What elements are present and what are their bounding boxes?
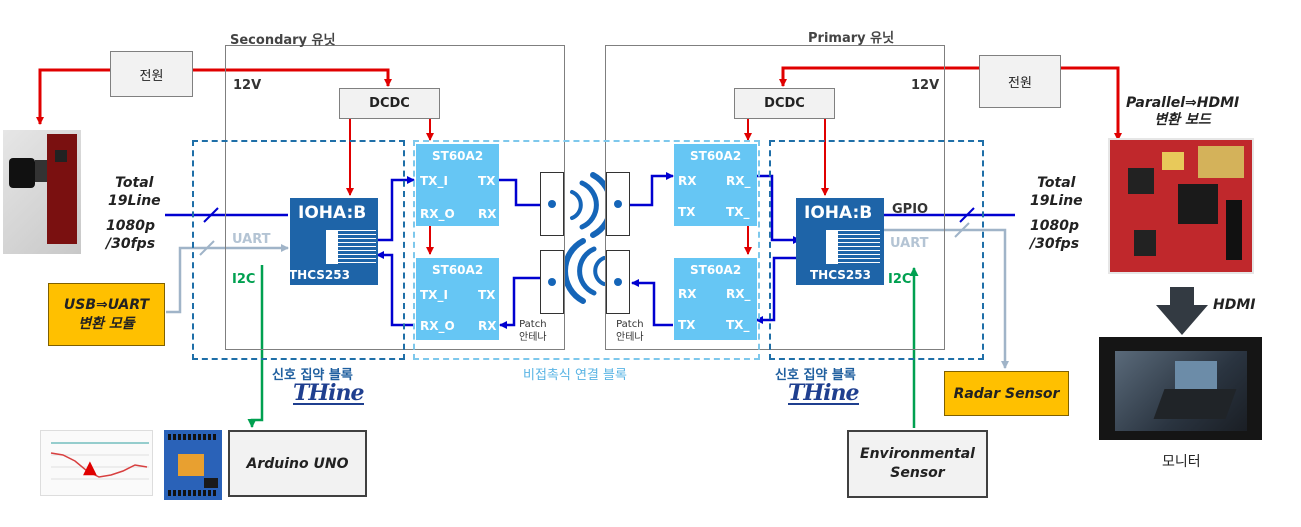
uart-label-left: UART bbox=[232, 232, 271, 247]
i2c-label-left: I2C bbox=[232, 272, 256, 287]
dcdc-box-left: DCDC bbox=[339, 88, 440, 119]
patch-antenna-left-bottom bbox=[540, 250, 564, 314]
ioha-mux-block bbox=[826, 230, 838, 264]
pin-rx-o: RX_O bbox=[420, 207, 455, 221]
antenna-dot bbox=[548, 278, 556, 286]
pin-tx-underscore: TX_ bbox=[726, 205, 750, 219]
left-resolution: 1080p /30fps bbox=[106, 218, 156, 252]
monitor-photo bbox=[1099, 337, 1262, 440]
antenna-dot bbox=[614, 278, 622, 286]
secondary-unit-title: Secondary 유닛 bbox=[230, 33, 336, 48]
primary-unit-frame bbox=[605, 45, 945, 350]
st60-label: ST60A2 bbox=[690, 263, 742, 277]
pin-tx-i: TX_I bbox=[420, 288, 448, 302]
ioha-label: IOHA:B bbox=[298, 203, 367, 223]
chart-thumbnail-photo: ▲ bbox=[40, 430, 153, 496]
uart-label-right: UART bbox=[890, 236, 929, 251]
pin-tx-underscore: TX_ bbox=[726, 318, 750, 332]
pin-rx-underscore: RX_ bbox=[726, 174, 751, 188]
ioha-label: IOHA:B bbox=[804, 203, 873, 223]
power-box-left: 전원 bbox=[110, 51, 193, 97]
pin-rx-o: RX_O bbox=[420, 319, 455, 333]
secondary-unit-frame bbox=[225, 45, 565, 350]
thine-logo-left: THine bbox=[293, 380, 365, 406]
st60-label: ST60A2 bbox=[690, 149, 742, 163]
secondary-voltage: 12V bbox=[233, 78, 262, 93]
pin-tx: TX bbox=[478, 174, 496, 188]
patch-antenna-left-top bbox=[540, 172, 564, 236]
st60a2-left-bottom: ST60A2 TX_I TX RX_O RX bbox=[416, 258, 499, 340]
arduino-uno-box: Arduino UNO bbox=[228, 430, 367, 497]
pin-tx-i: TX_I bbox=[420, 174, 448, 188]
signal-aggregation-block-right bbox=[769, 140, 984, 360]
monitor-label: 모니터 bbox=[1162, 454, 1201, 470]
right-resolution: 1080p /30fps bbox=[1030, 218, 1080, 252]
patch-antenna-right-bottom bbox=[606, 250, 630, 314]
gpio-label: GPIO bbox=[892, 202, 929, 217]
pin-rx: RX bbox=[678, 287, 697, 301]
st60-label: ST60A2 bbox=[432, 149, 484, 163]
pin-rx-underscore: RX_ bbox=[726, 287, 751, 301]
parallel-hdmi-board-photo bbox=[1108, 138, 1254, 274]
radar-sensor-box: Radar Sensor bbox=[944, 371, 1069, 416]
i2c-lines bbox=[247, 265, 919, 428]
pin-rx: RX bbox=[478, 207, 497, 221]
signal-aggregation-caption-right: 신호 집약 블록 bbox=[775, 368, 856, 383]
parallel-hdmi-board-label: Parallel⇒HDMI 변환 보드 bbox=[1126, 95, 1240, 128]
antenna-dot bbox=[548, 200, 556, 208]
pin-tx: TX bbox=[678, 205, 696, 219]
uart-lines bbox=[166, 222, 1009, 369]
ioha-stripes bbox=[836, 230, 880, 264]
st60-label: ST60A2 bbox=[432, 263, 484, 277]
patch-antenna-label-left: Patch 안테나 bbox=[519, 319, 547, 343]
ioha-part: THCS253 bbox=[289, 268, 350, 282]
antenna-dot bbox=[614, 200, 622, 208]
power-box-right: 전원 bbox=[979, 55, 1061, 108]
signal-aggregation-block-left bbox=[192, 140, 405, 360]
ioha-stripes bbox=[336, 230, 376, 264]
signal-aggregation-caption-left: 신호 집약 블록 bbox=[272, 368, 353, 383]
power-lines-secondary bbox=[36, 68, 434, 255]
i2c-label-right: I2C bbox=[888, 272, 912, 287]
dcdc-box-right: DCDC bbox=[734, 88, 835, 119]
pin-rx: RX bbox=[478, 319, 497, 333]
environmental-sensor-box: Environmental Sensor bbox=[847, 430, 988, 498]
hdmi-arrow-icon bbox=[1156, 287, 1208, 335]
pin-rx: RX bbox=[678, 174, 697, 188]
left-total-lines: Total 19Line bbox=[108, 175, 161, 209]
st60a2-right-bottom: ST60A2 RX RX_ TX TX_ bbox=[674, 258, 757, 340]
chart-marker-icon: ▲ bbox=[83, 457, 97, 478]
pin-tx: TX bbox=[478, 288, 496, 302]
st60a2-left-top: ST60A2 TX_I TX RX_O RX bbox=[416, 144, 499, 226]
patch-antenna-right-top bbox=[606, 172, 630, 236]
right-total-lines: Total 19Line bbox=[1030, 175, 1083, 209]
pin-tx: TX bbox=[678, 318, 696, 332]
contactless-connection-block bbox=[413, 140, 760, 360]
ioha-chip-right: IOHA:B THCS253 bbox=[796, 198, 884, 285]
power-lines-primary bbox=[744, 66, 1122, 255]
camera-photo bbox=[3, 130, 81, 254]
arduino-board-photo bbox=[164, 430, 222, 500]
thine-logo-right: THine bbox=[788, 380, 860, 406]
usb-uart-module: USB⇒UART 변환 모듈 bbox=[48, 283, 165, 346]
ioha-mux-block bbox=[326, 230, 338, 264]
primary-unit-title: Primary 유닛 bbox=[808, 31, 895, 46]
ioha-part: THCS253 bbox=[810, 268, 871, 282]
hdmi-label: HDMI bbox=[1213, 297, 1256, 313]
st60a2-right-top: ST60A2 RX RX_ TX TX_ bbox=[674, 144, 757, 226]
contactless-block-caption: 비접촉식 연결 블록 bbox=[523, 368, 627, 383]
primary-voltage: 12V bbox=[911, 78, 940, 93]
patch-antenna-label-right: Patch 안테나 bbox=[616, 319, 644, 343]
ioha-chip-left: IOHA:B THCS253 bbox=[289, 198, 378, 285]
